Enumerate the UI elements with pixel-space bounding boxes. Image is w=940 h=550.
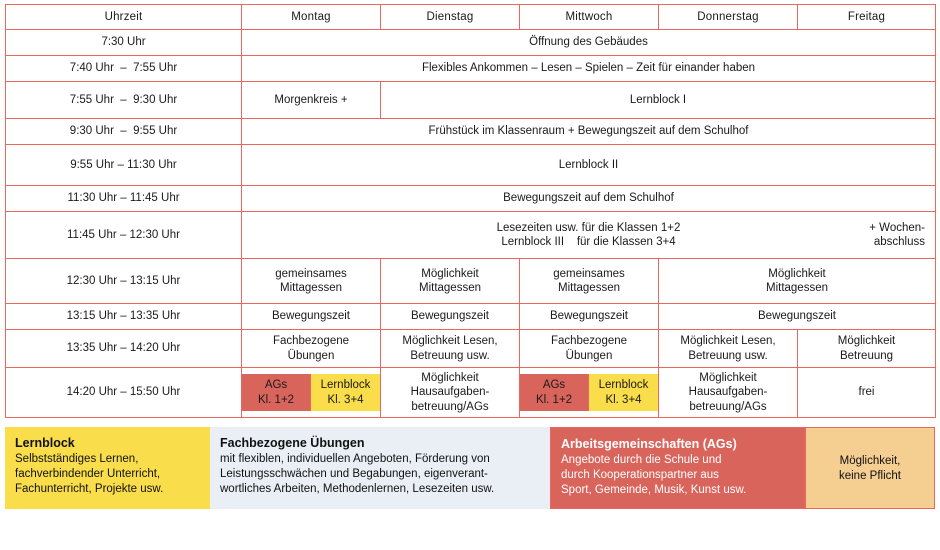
cell-montag-lernblock: Lernblock Kl. 3+4 — [311, 374, 380, 411]
cell-montag-bewegungszeit: Bewegungszeit — [241, 303, 381, 330]
legend-body-arbeitsgemeinschaften: Angebote durch die Schule und durch Koop… — [561, 454, 747, 497]
cell-mittwoch-fachbezogene-uebungen: Fachbezogene Übungen — [519, 329, 659, 368]
cell-freitag-moeglichkeit-betreuung: Möglichkeit Betreuung — [797, 329, 936, 368]
table-row: 7:55 Uhr – 9:30 Uhr Morgenkreis + Lernbl… — [5, 81, 936, 119]
cell-morgenkreis: Morgenkreis + — [241, 81, 381, 119]
time-label: 12:30 Uhr – 13:15 Uhr — [5, 258, 242, 304]
legend-title-fachbezogene-uebungen: Fachbezogene Übungen — [220, 436, 365, 450]
time-label: 11:45 Uhr – 12:30 Uhr — [5, 211, 242, 259]
cell-lernblock-ii: Lernblock II — [241, 144, 936, 186]
cell-montag-ags: AGs Kl. 1+2 — [242, 374, 311, 411]
cell-donnerstag-freitag-bewegungszeit: Bewegungszeit — [658, 303, 936, 330]
time-label: 7:30 Uhr — [5, 29, 242, 56]
table-row: 13:15 Uhr – 13:35 Uhr Bewegungszeit Bewe… — [5, 303, 936, 330]
cell-mittwoch-ags: AGs Kl. 1+2 — [520, 374, 589, 411]
table-row: 13:35 Uhr – 14:20 Uhr Fachbezogene Übung… — [5, 329, 936, 368]
cell-freitag-frei: frei — [797, 367, 936, 418]
table-row: 9:55 Uhr – 11:30 Uhr Lernblock II — [5, 144, 936, 186]
column-header-freitag: Freitag — [797, 4, 936, 30]
legend-item-arbeitsgemeinschaften: Arbeitsgemeinschaften (AGs) Angebote dur… — [550, 427, 805, 509]
cell-oeffnung-des-gebaeudes: Öffnung des Gebäudes — [241, 29, 936, 56]
table-row: 9:30 Uhr – 9:55 Uhr Frühstück im Klassen… — [5, 118, 936, 145]
time-label: 7:40 Uhr – 7:55 Uhr — [5, 55, 242, 82]
legend-title-arbeitsgemeinschaften: Arbeitsgemeinschaften (AGs) — [561, 437, 737, 451]
cell-dienstag-mittagessen: Möglichkeit Mittagessen — [380, 258, 520, 304]
cell-donnerstag-freitag-mittagessen: Möglichkeit Mittagessen — [658, 258, 936, 304]
time-label: 7:55 Uhr – 9:30 Uhr — [5, 81, 242, 119]
column-header-montag: Montag — [241, 4, 381, 30]
cell-mittwoch-mittagessen: gemeinsames Mittagessen — [519, 258, 659, 304]
legend-body-fachbezogene-uebungen: mit flexiblen, individuellen Angeboten, … — [220, 453, 495, 496]
cell-dienstag-bewegungszeit: Bewegungszeit — [380, 303, 520, 330]
time-label: 11:30 Uhr – 11:45 Uhr — [5, 185, 242, 212]
cell-mittwoch-ags-lernblock: AGs Kl. 1+2 Lernblock Kl. 3+4 — [519, 367, 659, 418]
column-header-donnerstag: Donnerstag — [658, 4, 798, 30]
legend-body-moeglichkeit: Möglichkeit, keine Pflicht — [838, 455, 901, 482]
cell-dienstag-hausaufgabenbetreuung: Möglichkeit Hausaufgaben- betreuung/AGs — [380, 367, 520, 418]
cell-lernblock-i: Lernblock I — [380, 81, 936, 119]
time-label: 9:55 Uhr – 11:30 Uhr — [5, 144, 242, 186]
time-label: 13:35 Uhr – 14:20 Uhr — [5, 329, 242, 368]
table-row: 11:30 Uhr – 11:45 Uhr Bewegungszeit auf … — [5, 185, 936, 212]
cell-donnerstag-hausaufgabenbetreuung: Möglichkeit Hausaufgaben- betreuung/AGs — [658, 367, 798, 418]
cell-lesezeiten-lernblock-iii: Lesezeiten usw. für die Klassen 1+2 Lern… — [241, 211, 936, 259]
time-label: 9:30 Uhr – 9:55 Uhr — [5, 118, 242, 145]
time-label: 14:20 Uhr – 15:50 Uhr — [5, 367, 242, 418]
cell-dienstag-moeglichkeit-lesen: Möglichkeit Lesen, Betreuung usw. — [380, 329, 520, 368]
table-row: 12:30 Uhr – 13:15 Uhr gemeinsames Mittag… — [5, 258, 936, 304]
table-header-row: Uhrzeit Montag Dienstag Mittwoch Donners… — [5, 4, 936, 30]
column-header-mittwoch: Mittwoch — [519, 4, 659, 30]
cell-mittwoch-lernblock: Lernblock Kl. 3+4 — [589, 374, 658, 411]
weekly-schedule-table: Uhrzeit Montag Dienstag Mittwoch Donners… — [5, 4, 936, 418]
column-header-dienstag: Dienstag — [380, 4, 520, 30]
legend-title-lernblock: Lernblock — [15, 436, 75, 450]
cell-flexibles-ankommen: Flexibles Ankommen – Lesen – Spielen – Z… — [241, 55, 936, 82]
legend-item-lernblock: Lernblock Selbstständiges Lernen, fachve… — [5, 427, 210, 509]
cell-montag-mittagessen: gemeinsames Mittagessen — [241, 258, 381, 304]
legend-item-moeglichkeit: Möglichkeit, keine Pflicht — [805, 427, 935, 509]
cell-montag-ags-lernblock: AGs Kl. 1+2 Lernblock Kl. 3+4 — [241, 367, 381, 418]
table-row: 7:40 Uhr – 7:55 Uhr Flexibles Ankommen –… — [5, 55, 936, 82]
cell-donnerstag-moeglichkeit-lesen: Möglichkeit Lesen, Betreuung usw. — [658, 329, 798, 368]
legend-item-fachbezogene-uebungen: Fachbezogene Übungen mit flexiblen, indi… — [210, 427, 550, 509]
cell-bewegungszeit-schulhof: Bewegungszeit auf dem Schulhof — [241, 185, 936, 212]
lesezeiten-text: Lesezeiten usw. für die Klassen 1+2 Lern… — [496, 221, 681, 248]
time-label: 13:15 Uhr – 13:35 Uhr — [5, 303, 242, 330]
table-row: 7:30 Uhr Öffnung des Gebäudes — [5, 29, 936, 56]
cell-mittwoch-bewegungszeit: Bewegungszeit — [519, 303, 659, 330]
table-row: 11:45 Uhr – 12:30 Uhr Lesezeiten usw. fü… — [5, 211, 936, 259]
cell-montag-fachbezogene-uebungen: Fachbezogene Übungen — [241, 329, 381, 368]
legend: Lernblock Selbstständiges Lernen, fachve… — [5, 427, 935, 509]
legend-body-lernblock: Selbstständiges Lernen, fachverbindender… — [15, 453, 164, 496]
table-row: 14:20 Uhr – 15:50 Uhr AGs Kl. 1+2 Lernbl… — [5, 367, 936, 418]
column-header-uhrzeit: Uhrzeit — [5, 4, 242, 30]
cell-fruehstueck: Frühstück im Klassenraum + Bewegungszeit… — [241, 118, 936, 145]
wochenabschluss-text: + Wochen- abschluss — [869, 221, 925, 248]
